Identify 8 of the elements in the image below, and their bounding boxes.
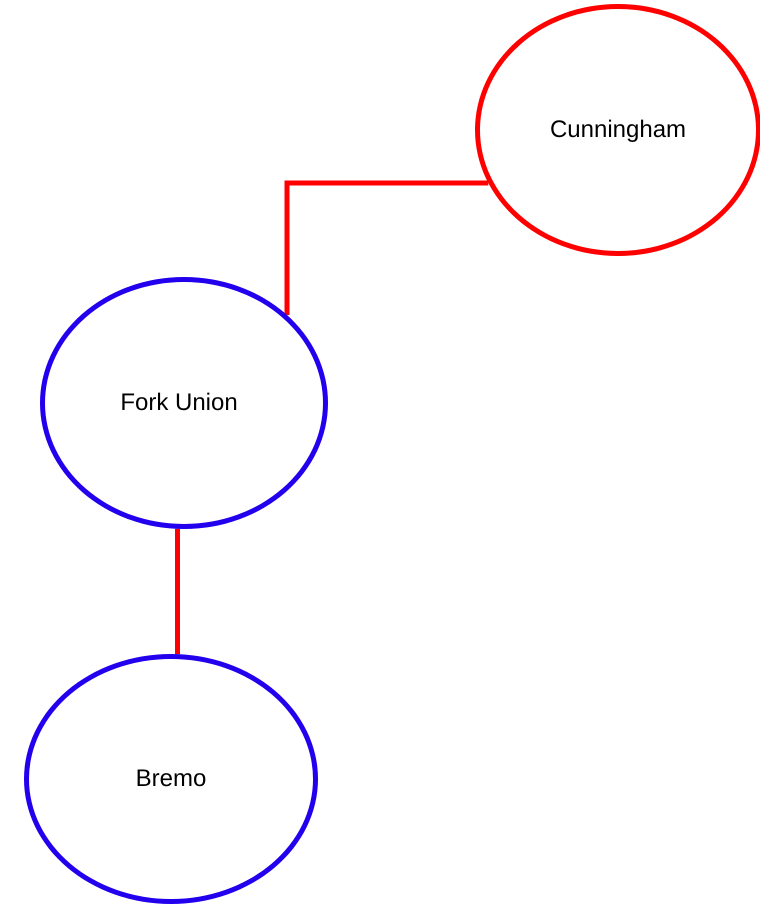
- ellipse-node: [40, 277, 328, 529]
- ellipse-node: [24, 654, 318, 904]
- connector-line: [175, 528, 180, 654]
- connector-line: [284, 180, 488, 315]
- ellipse-node: [475, 4, 760, 256]
- node-label: Fork Union: [120, 389, 238, 417]
- node-label: Bremo: [136, 765, 206, 793]
- node-label: Cunningham: [550, 116, 686, 144]
